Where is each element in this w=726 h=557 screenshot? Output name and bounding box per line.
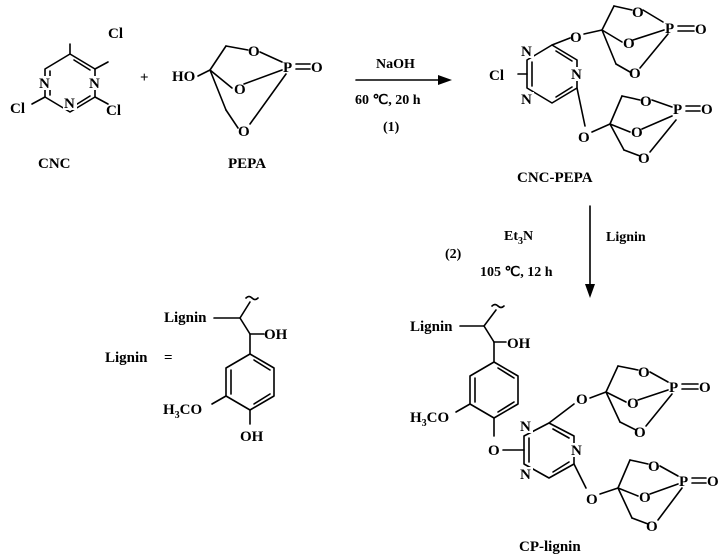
- cpl-top-o3: O: [634, 425, 646, 441]
- cnc-n-left: N: [39, 76, 50, 92]
- cpl-top-o2: O: [627, 396, 639, 412]
- lignin-def-phenol-oh: OH: [240, 429, 264, 445]
- cpl-bot-o3: O: [646, 519, 658, 535]
- cpl-top-p: P: [669, 380, 678, 396]
- cp-n2: N: [571, 67, 582, 83]
- step1-arrowhead: [438, 75, 452, 85]
- cnc-cl-right: Cl: [106, 103, 121, 119]
- cp-lignin-structure: Lignin OH H3CO O N N N O: [410, 303, 719, 535]
- cnc-cl-top: Cl: [108, 26, 123, 42]
- lignin-def-label: Lignin: [105, 350, 148, 366]
- cp-top-p: P: [665, 21, 674, 37]
- cp-n1: N: [521, 44, 532, 60]
- cpl-n1: N: [520, 419, 531, 435]
- step2-reagent: Et3N: [504, 229, 533, 247]
- cp-top-o2: O: [623, 36, 635, 52]
- step1-conditions: 60 ℃, 20 h: [355, 93, 421, 108]
- cpl-bot-o1: O: [648, 459, 660, 475]
- cnc-n-right: N: [89, 76, 100, 92]
- lignin-def-oh: OH: [264, 327, 288, 343]
- step2-conditions: 105 ℃, 12 h: [480, 265, 553, 280]
- lignin-def-methoxy: H3CO: [163, 402, 202, 421]
- step2-reactant: Lignin: [606, 230, 646, 245]
- cnc-cl-left: Cl: [10, 101, 25, 117]
- step2-number: (2): [445, 247, 462, 262]
- cnc-structure: Cl N N N Cl Cl: [10, 26, 123, 119]
- cp-bot-o3: O: [638, 151, 650, 167]
- cp-top-oxo: O: [695, 22, 707, 38]
- pepa-structure: O O O P O HO: [172, 44, 323, 140]
- pepa-label: PEPA: [228, 156, 266, 172]
- cp-o-link-bottom: O: [578, 130, 590, 146]
- step1-reagent: NaOH: [376, 57, 415, 72]
- pepa-o2: O: [234, 82, 246, 98]
- cpl-bot-oxo: O: [707, 474, 719, 490]
- cpl-n2: N: [571, 443, 582, 459]
- pepa-oxo: O: [311, 60, 323, 76]
- cpl-top-oxo: O: [699, 380, 711, 396]
- cpl-o-link-bottom: O: [586, 492, 598, 508]
- cp-o-link-top: O: [570, 30, 582, 46]
- lignin-def-lignin-group: Lignin: [164, 310, 207, 326]
- cp-bot-o2: O: [631, 125, 643, 141]
- pepa-o3: O: [238, 124, 250, 140]
- cpl-top-o1: O: [638, 365, 650, 381]
- cnc-pepa-structure: N N N Cl O O O O P O O: [489, 5, 713, 167]
- step1-number: (1): [383, 120, 400, 135]
- cpl-bot-o2: O: [639, 490, 651, 506]
- lignin-def-equals: =: [164, 350, 173, 366]
- cpl-o-aryl: O: [488, 443, 500, 459]
- cp-bot-p: P: [673, 102, 682, 118]
- cp-lignin-label: CP-lignin: [519, 539, 581, 555]
- cpl-oh: OH: [507, 336, 531, 352]
- cnc-label: CNC: [38, 156, 71, 172]
- cp-top-o1: O: [632, 5, 644, 21]
- cp-bot-oxo: O: [701, 102, 713, 118]
- cp-n3: N: [521, 92, 532, 108]
- step2-arrowhead: [585, 284, 595, 298]
- cnc-n-bottom: N: [64, 96, 75, 112]
- pepa-o1: O: [248, 44, 260, 60]
- cpl-methoxy: H3CO: [410, 410, 449, 429]
- cpl-n3: N: [520, 467, 531, 483]
- lignin-def-structure: Lignin OH H3CO OH: [163, 295, 288, 445]
- cp-bot-o1: O: [640, 94, 652, 110]
- cp-top-o3: O: [629, 66, 641, 82]
- cpl-lignin-group: Lignin: [410, 319, 453, 335]
- plus-sign: +: [140, 70, 149, 86]
- cp-cl: Cl: [489, 68, 504, 84]
- pepa-p: P: [283, 60, 292, 76]
- cnc-pepa-label: CNC-PEPA: [517, 170, 593, 186]
- pepa-ho: HO: [172, 69, 195, 85]
- cpl-o-link-top: O: [576, 392, 588, 408]
- cpl-bot-p: P: [679, 474, 688, 490]
